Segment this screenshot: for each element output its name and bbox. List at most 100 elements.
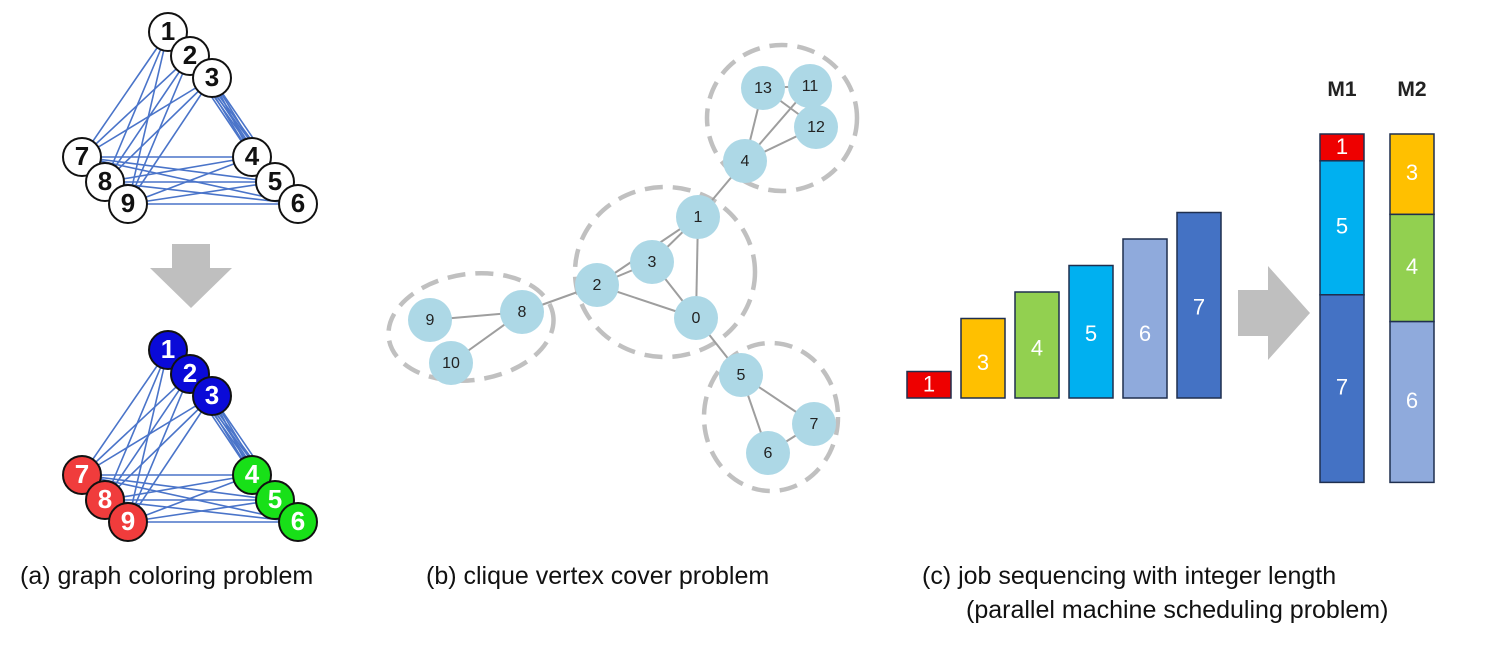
scheduled-job-label: 6: [1406, 388, 1418, 413]
graph-node-label: 9: [121, 188, 135, 218]
clique-node-11: [788, 64, 832, 108]
clique-ellipse: [572, 184, 758, 360]
clique-ellipse: [701, 340, 841, 494]
graph-node-label: 8: [98, 484, 112, 514]
scheduled-job-1: [1319, 133, 1365, 162]
graph-nodes: 789 123 456: [62, 330, 318, 542]
graph-node-label: 5: [268, 484, 282, 514]
scheduled-job-3: [1389, 133, 1435, 216]
clique-node-label: 7: [810, 416, 819, 433]
graph-edge: [81, 156, 276, 183]
job-bar-3: [960, 317, 1006, 399]
graph-edge: [104, 181, 299, 205]
clique-ellipse: [704, 42, 860, 194]
clique-node-1: [676, 195, 720, 239]
graph-edge: [81, 31, 169, 158]
clique-node-label: 9: [426, 312, 435, 329]
graph-edge: [81, 474, 276, 501]
graph-node-label: 3: [205, 380, 219, 410]
graph-node-label: 1: [161, 16, 175, 46]
clique-node-label: 2: [593, 277, 602, 294]
caption-job-sequencing-subtitle: (parallel machine scheduling problem): [966, 596, 1389, 624]
graph-node-3: [192, 376, 232, 416]
graph-node-label: 8: [98, 166, 112, 196]
graph-node-label: 4: [245, 141, 260, 171]
job-bar-5: [1068, 264, 1114, 399]
clique-graph-edges: [429, 85, 817, 454]
graph-node-label: 1: [161, 334, 175, 364]
clique-node-label: 0: [692, 310, 701, 327]
graph-node-label: 9: [121, 506, 135, 536]
graph-edge: [104, 395, 213, 501]
clique-ellipses: [386, 42, 860, 494]
graph-node-4: [232, 137, 272, 177]
graph-node-label: 5: [268, 166, 282, 196]
graph-node-6: [278, 502, 318, 542]
clique-node-label: 4: [741, 153, 750, 170]
graph-node-label: 3: [205, 62, 219, 92]
clique-node-13: [741, 66, 785, 110]
graph-node-label: 7: [75, 141, 89, 171]
graph-node-3: [192, 58, 232, 98]
job-bar-label: 5: [1085, 321, 1097, 346]
graph-node-9: [108, 502, 148, 542]
scheduled-job-6: [1389, 320, 1435, 484]
graph-edge: [81, 77, 213, 158]
clique-node-10: [429, 341, 473, 385]
graph-edge: [81, 373, 191, 476]
graph-node-label: 7: [75, 459, 89, 489]
graph-node-label: 2: [183, 40, 197, 70]
clique-node-4: [723, 139, 767, 183]
clique-node-3: [630, 240, 674, 284]
graph-node-7: [62, 455, 102, 495]
graph-node-label: 6: [291, 506, 305, 536]
clique-node-label: 12: [807, 119, 825, 136]
job-bar-label: 1: [923, 372, 935, 397]
graph-edge: [104, 373, 191, 501]
job-bar-6: [1122, 238, 1168, 399]
graph-node-7: [62, 137, 102, 177]
down-arrow-icon: [150, 244, 232, 308]
job-bar-7: [1176, 211, 1222, 399]
graph-edge: [127, 77, 213, 205]
clique-ellipse: [386, 271, 556, 383]
graph-edge: [104, 499, 299, 523]
clique-node-label: 11: [802, 78, 819, 95]
clique-node-label: 10: [442, 355, 460, 372]
graph-edge: [81, 349, 169, 476]
graph-node-label: 4: [245, 459, 260, 489]
job-bar-label: 7: [1193, 294, 1205, 319]
clique-node-2: [575, 263, 619, 307]
clique-node-7: [792, 402, 836, 446]
scheduled-job-label: 1: [1336, 134, 1348, 159]
graph-edge: [104, 55, 191, 183]
machine-label-M2: M2: [1397, 78, 1426, 101]
clique-node-12: [794, 105, 838, 149]
colored-graph: 789 123 456: [62, 330, 318, 542]
machine-label-M1: M1: [1327, 78, 1356, 101]
scheduled-job-label: 5: [1336, 214, 1348, 239]
caption-job-sequencing: (c) job sequencing with integer length: [922, 562, 1337, 590]
graph-node-label: 2: [183, 358, 197, 388]
clique-node-5: [719, 353, 763, 397]
graph-node-6: [278, 184, 318, 224]
clique-node-8: [500, 290, 544, 334]
job-bar-label: 4: [1031, 336, 1043, 361]
graph-edge: [127, 395, 213, 523]
scheduled-job-label: 4: [1406, 254, 1418, 279]
clique-node-9: [408, 298, 452, 342]
clique-node-label: 6: [764, 445, 773, 462]
clique-node-label: 3: [648, 254, 657, 271]
graph-edge: [81, 55, 191, 158]
caption-clique-cover: (b) clique vertex cover problem: [426, 562, 770, 590]
scheduled-job-label: 7: [1336, 374, 1348, 399]
job-bar-1: [906, 370, 952, 399]
